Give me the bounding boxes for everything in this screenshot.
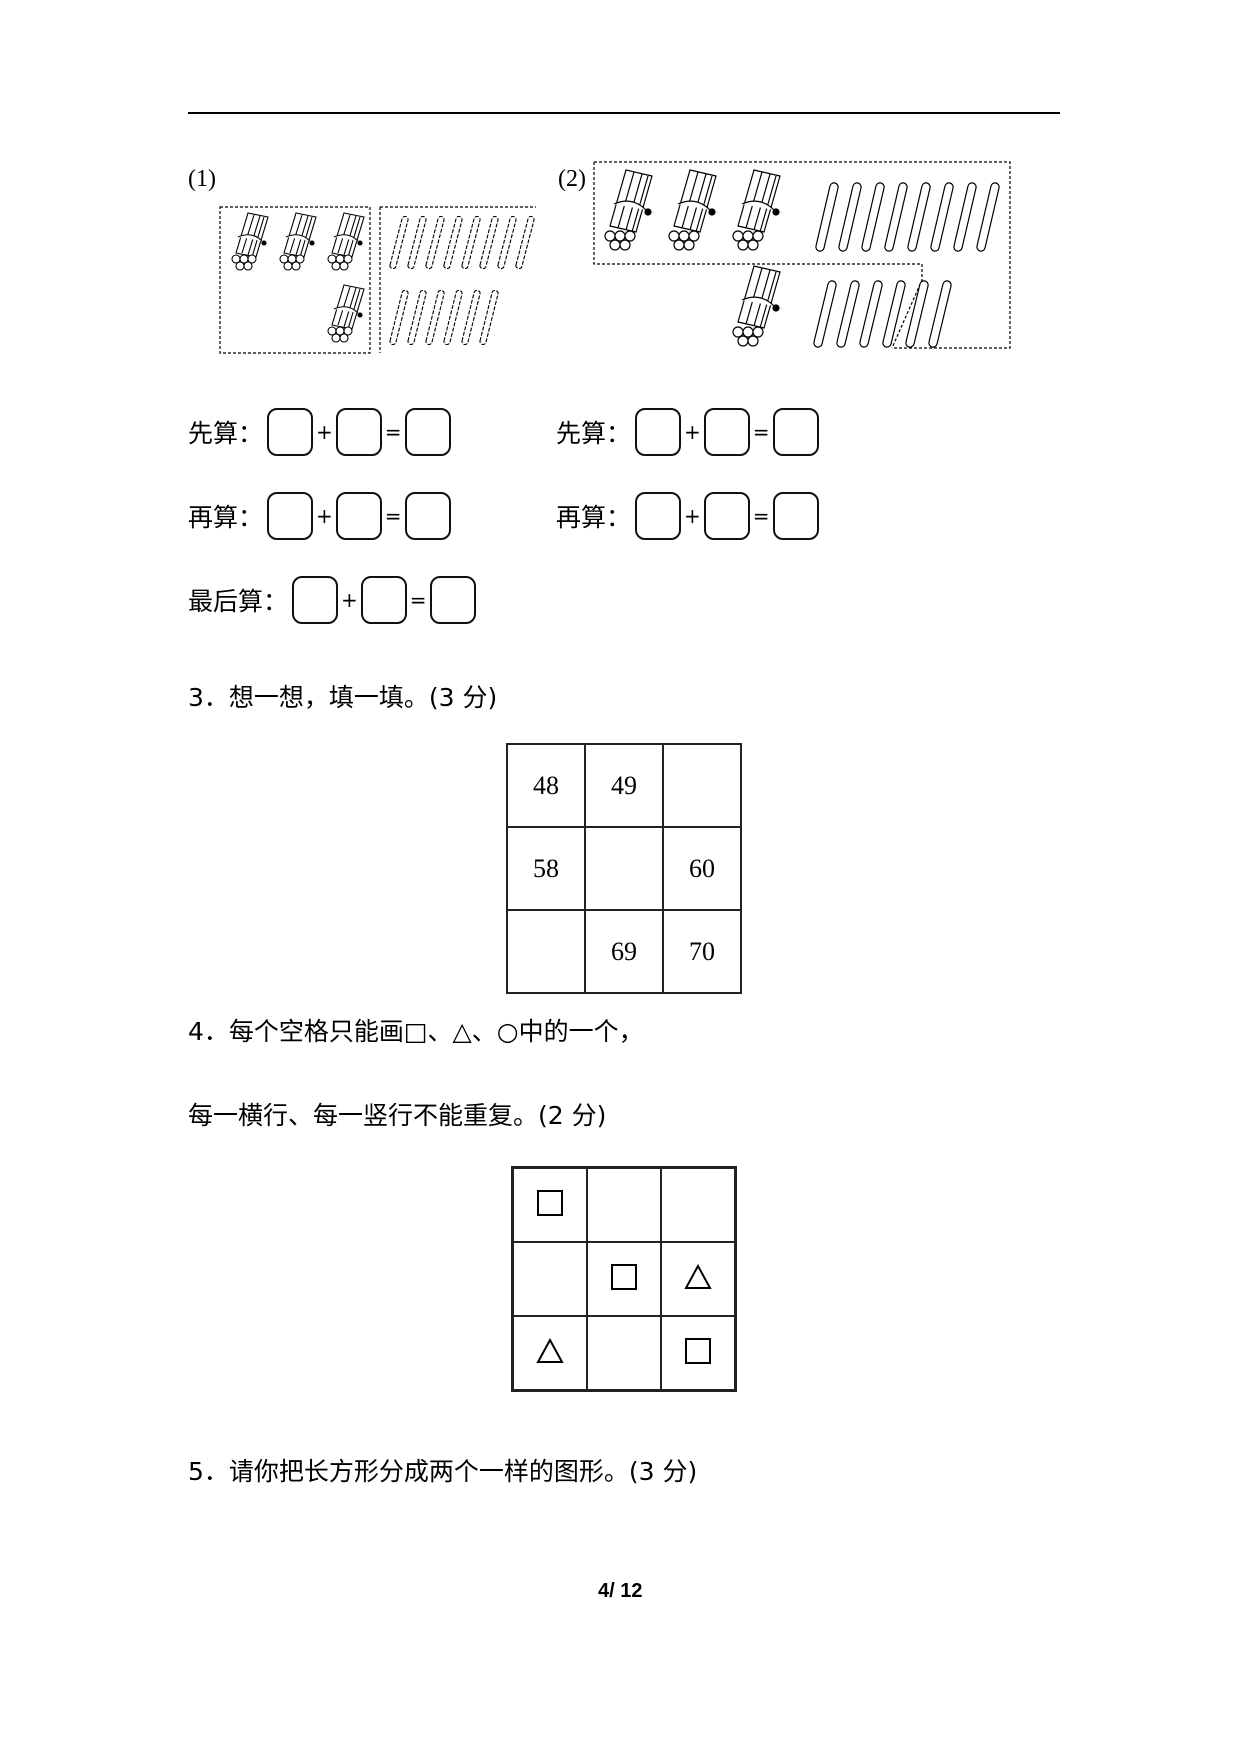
answer-box[interactable] [429,576,476,624]
plus-sign: + [684,504,701,528]
shape-cell [586,1241,662,1317]
left-step-2: 再算： + = [188,490,451,542]
q4-line2: 每一横行、每一竖行不能重复。(2 分) [188,1101,607,1130]
step-label: 先算： [556,419,632,448]
triangle-icon [536,1337,564,1363]
answer-box[interactable] [335,408,382,456]
equals-sign: = [384,504,402,528]
shape-cell-blank[interactable] [511,1241,588,1317]
step-label: 先算： [188,419,264,448]
grid-cell: 70 [662,909,742,994]
answer-box[interactable] [703,408,750,456]
answer-box[interactable] [267,408,314,456]
triangle-icon [684,1263,712,1289]
step-label: 再算： [188,503,264,532]
equals-sign: = [752,420,770,444]
grid-cell-blank[interactable] [506,909,586,994]
grid-cell: 69 [584,909,664,994]
part2-label: (2) [558,166,586,192]
answer-box[interactable] [772,408,819,456]
q5-title: 5．请你把长方形分成两个一样的图形。(3 分) [188,1457,698,1486]
answer-box[interactable] [404,492,451,540]
answer-box[interactable] [360,576,407,624]
shape-cell-blank[interactable] [586,1315,662,1392]
answer-box[interactable] [292,576,339,624]
shape-cell [660,1315,737,1392]
shape-cell [511,1315,588,1392]
part2-sticks-illustration [593,161,1011,349]
answer-box[interactable] [635,492,682,540]
plus-sign: + [341,588,358,612]
shape-grid [511,1166,737,1392]
answer-box[interactable] [267,492,314,540]
answer-box[interactable] [772,492,819,540]
square-icon [611,1264,637,1290]
grid-cell: 58 [506,826,586,911]
left-step-1: 先算： + = [188,406,451,458]
equals-sign: = [384,420,402,444]
part1-label: (1) [188,166,216,192]
answer-box[interactable] [703,492,750,540]
shape-cell [511,1166,588,1243]
right-step-1: 先算： + = [556,406,819,458]
shape-cell [660,1241,737,1317]
page-number: 4/ 12 [598,1580,643,1602]
answer-box[interactable] [335,492,382,540]
grid-cell: 49 [584,743,664,828]
equals-sign: = [752,504,770,528]
q3-title: 3．想一想，填一填。(3 分) [188,683,498,712]
step-label: 最后算： [188,587,289,616]
shape-cell-blank[interactable] [660,1166,737,1243]
equals-sign: = [409,588,427,612]
shape-cell-blank[interactable] [586,1166,662,1243]
left-step-3: 最后算： + = [188,574,476,626]
grid-cell: 48 [506,743,586,828]
plus-sign: + [316,504,333,528]
number-grid: 48 49 58 60 69 70 [506,743,742,994]
plus-sign: + [316,420,333,444]
grid-cell: 60 [662,826,742,911]
square-icon [537,1190,563,1216]
header-rule [188,112,1060,114]
right-step-2: 再算： + = [556,490,819,542]
plus-sign: + [684,420,701,444]
answer-box[interactable] [404,408,451,456]
grid-cell-blank[interactable] [584,826,664,911]
answer-box[interactable] [635,408,682,456]
part1-sticks-illustration [219,206,536,354]
square-icon [685,1338,711,1364]
q4-line1: 4．每个空格只能画□、△、○中的一个， [188,1017,644,1046]
grid-cell-blank[interactable] [662,743,742,828]
step-label: 再算： [556,503,632,532]
